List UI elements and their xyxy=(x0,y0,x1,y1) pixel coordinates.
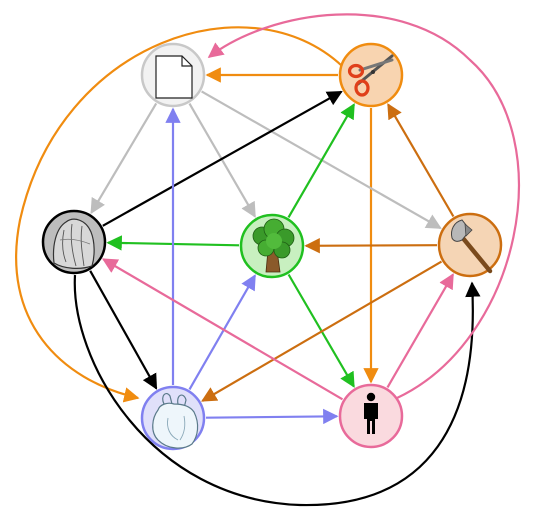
node-scissors xyxy=(338,42,404,108)
node-bag xyxy=(140,385,206,451)
axe-icon xyxy=(451,219,493,274)
node-rock xyxy=(41,209,107,275)
edge-paper-to-tree xyxy=(188,103,256,218)
node-tree xyxy=(239,213,305,279)
edge-paper-to-rock xyxy=(90,102,158,215)
edge-person-to-rock xyxy=(101,258,344,401)
rock-icon xyxy=(52,218,95,269)
tree-icon xyxy=(252,218,295,273)
edge-rock-to-scissors xyxy=(102,90,343,227)
paper-sheet-icon xyxy=(155,55,193,99)
node-paper xyxy=(140,42,206,108)
edge-axe-to-tree xyxy=(304,238,438,254)
edge-rock-to-axe xyxy=(73,274,481,507)
edge-scissors-to-bag xyxy=(15,26,343,403)
edge-axe-to-bag xyxy=(201,260,443,402)
nodes-layer xyxy=(41,42,503,451)
plastic-bag-icon xyxy=(152,392,199,449)
edge-tree-to-scissors xyxy=(287,103,355,218)
edge-rock-to-bag xyxy=(89,270,158,390)
edge-bag-to-tree xyxy=(188,274,256,390)
edge-bag-to-person xyxy=(205,408,339,425)
edge-person-to-axe xyxy=(386,273,454,388)
node-person xyxy=(338,383,404,449)
person-icon xyxy=(364,392,378,434)
edge-axe-to-scissors xyxy=(387,103,455,218)
edges-layer xyxy=(15,13,520,507)
edge-person-to-paper xyxy=(207,13,520,399)
scissors-icon xyxy=(347,54,394,97)
node-axe xyxy=(437,212,503,278)
